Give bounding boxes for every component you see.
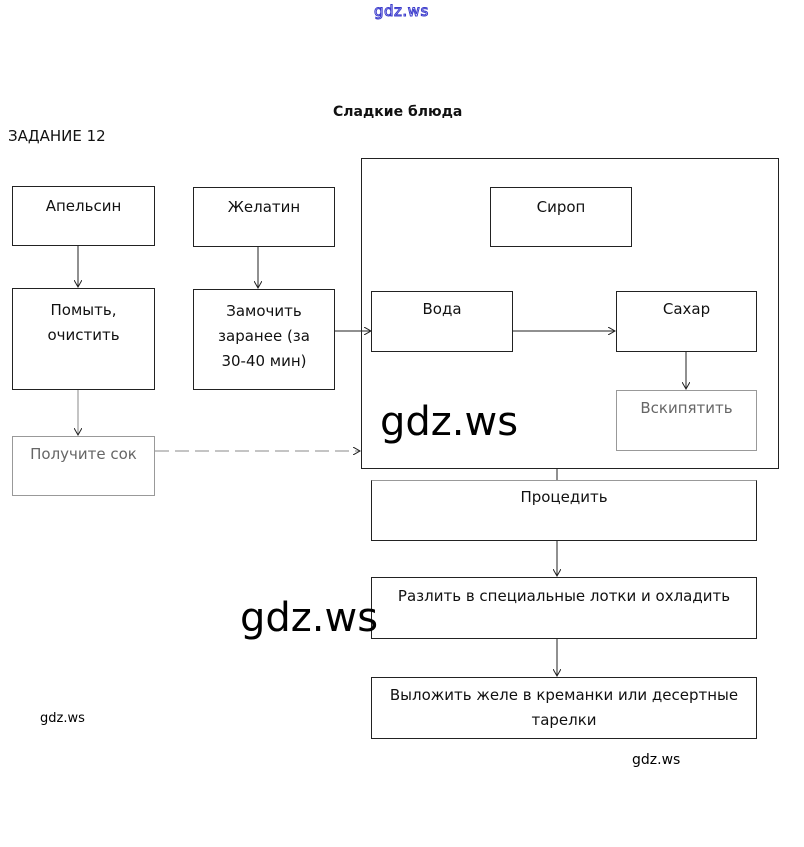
syrup-group <box>361 158 779 469</box>
node-soak-line: 30-40 мин) <box>221 352 307 370</box>
node-wash-line: очистить <box>47 326 120 344</box>
node-pour: Разлить в специальные лотки и охладить <box>371 577 757 639</box>
node-water: Вода <box>371 291 513 352</box>
node-orange-label: Апельсин <box>45 197 122 215</box>
watermark-lower-right: gdz.ws <box>632 752 681 768</box>
node-boil: Вскипятить <box>616 390 757 451</box>
node-syrup-label: Сироп <box>536 198 586 216</box>
node-juice-label: Получите сок <box>30 445 137 463</box>
node-juice: Получите сок <box>12 436 155 496</box>
node-syrup: Сироп <box>490 187 632 247</box>
watermark-bottom-left: gdz.ws <box>40 711 85 726</box>
node-soak: Замочить заранее (за 30-40 мин) <box>193 289 335 390</box>
node-wash: Помыть, очистить <box>12 288 155 390</box>
node-serve-line: Выложить желе в креманки или десертные <box>389 686 739 704</box>
node-gelatin: Желатин <box>193 187 335 247</box>
node-sugar: Сахар <box>616 291 757 352</box>
node-wash-line: Помыть, <box>50 301 117 319</box>
node-serve: Выложить желе в креманки или десертные т… <box>371 677 757 739</box>
node-gelatin-label: Желатин <box>227 198 301 216</box>
node-sugar-label: Сахар <box>662 300 711 318</box>
node-soak-line: заранее (за <box>218 327 310 345</box>
page-title: Сладкие блюда <box>333 104 463 120</box>
node-strain-label: Процедить <box>520 488 608 506</box>
node-soak-line: Замочить <box>226 302 302 320</box>
watermark-center: gdz.ws <box>380 399 519 445</box>
node-orange: Апельсин <box>12 186 155 246</box>
watermark-lower-left: gdz.ws <box>240 595 379 641</box>
task-label: ЗАДАНИЕ 12 <box>8 127 106 145</box>
node-water-label: Вода <box>422 300 462 318</box>
watermark-top: gdz.ws <box>374 2 429 21</box>
node-boil-label: Вскипятить <box>640 399 733 417</box>
node-strain: Процедить <box>371 480 757 541</box>
node-serve-line: тарелки <box>531 711 597 729</box>
node-pour-label: Разлить в специальные лотки и охладить <box>397 587 731 605</box>
